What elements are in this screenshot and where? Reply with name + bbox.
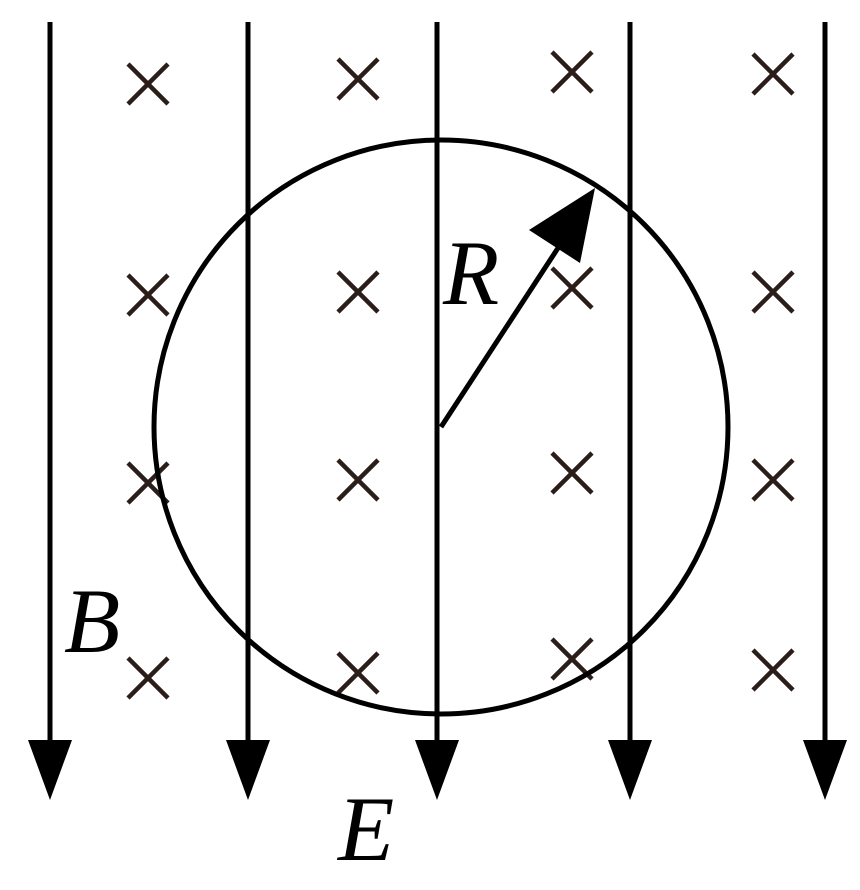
radius-label: R (442, 222, 499, 324)
cross-icon (126, 656, 170, 700)
cross-icon (126, 273, 170, 317)
magnetic-field-label: B (64, 570, 120, 672)
electric-field-label: E (336, 778, 394, 880)
radius-line (438, 220, 578, 429)
arrow-down-icon (415, 740, 459, 800)
cross-icon (336, 270, 380, 314)
arrow-up-right-icon (529, 188, 595, 263)
magnetic-field-crosses (126, 50, 795, 700)
cross-icon (336, 57, 380, 101)
cross-icon (336, 458, 380, 502)
arrow-down-icon (803, 740, 847, 800)
arrow-down-icon (28, 740, 72, 800)
cross-icon (751, 270, 795, 314)
cross-icon (751, 648, 795, 692)
radius-arrow (438, 188, 595, 429)
cross-icon (550, 266, 594, 310)
electric-field-lines (28, 22, 847, 800)
cross-icon (126, 62, 170, 106)
arrow-down-icon (226, 740, 270, 800)
cross-icon (751, 458, 795, 502)
cross-icon (550, 50, 594, 94)
cross-icon (336, 651, 380, 695)
arrow-down-icon (608, 740, 652, 800)
field-region-circle (151, 137, 731, 717)
cross-icon (751, 52, 795, 96)
cross-icon (550, 451, 594, 495)
